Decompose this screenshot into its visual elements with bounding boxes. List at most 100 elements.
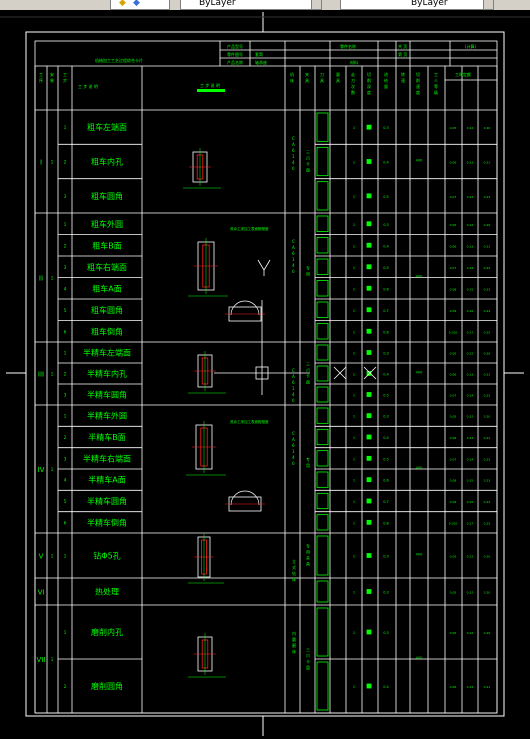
step-description: 半精车圆角 <box>87 496 127 506</box>
surface-note: 其余工序加工表面粗糙度 <box>230 419 269 424</box>
tool-cell-box <box>316 237 329 254</box>
chevron-down-icon[interactable] <box>311 0 321 9</box>
depth-marker <box>366 629 372 635</box>
tool-cell-box <box>316 323 329 340</box>
part-sketch <box>188 351 226 394</box>
detail-view <box>225 300 265 322</box>
feed-value: 0.6 <box>383 479 389 483</box>
time-value: 0.25 <box>484 330 491 334</box>
chevron-down-icon[interactable] <box>483 0 493 9</box>
time-value: 0.23 <box>484 479 491 483</box>
time-value: 0.12 <box>467 555 474 559</box>
time-value: 0.16 <box>467 309 474 313</box>
column-step: 工步 <box>63 72 67 83</box>
layer-dropdown-left[interactable]: ByLayer <box>180 0 322 10</box>
crosshair-cursor <box>214 300 310 395</box>
time-value: 0.17 <box>467 330 474 334</box>
column-feed: 进给量 <box>384 71 388 89</box>
feed-value: 0.4 <box>383 161 389 165</box>
surface-note: 其余工序加工表面粗糙度 <box>230 226 269 231</box>
time-value: 0.21 <box>484 685 491 689</box>
detail-view <box>225 490 265 512</box>
layer-icon-group[interactable]: ◆ ◆ <box>110 0 170 10</box>
time-value: 0.14 <box>467 195 474 199</box>
install-number: 1 <box>51 467 54 472</box>
passes-value: 1 <box>353 394 355 398</box>
tool-cell-box <box>316 535 329 576</box>
time-value: 0.010 <box>449 521 458 525</box>
part-sketch <box>188 238 228 297</box>
process-roman: V <box>39 553 44 561</box>
header-cell: (计算) <box>465 43 477 49</box>
tool-cell-box <box>316 580 329 603</box>
passes-value: 1 <box>353 330 355 334</box>
column-times: 工时定额 <box>455 71 471 77</box>
time-value: 0.06 <box>450 436 457 440</box>
depth-marker <box>366 477 372 483</box>
time-value: 0.20 <box>484 591 491 595</box>
step-number: 5 <box>64 499 67 504</box>
depth-marker <box>366 285 372 291</box>
time-value: 0.20 <box>484 631 491 635</box>
feed-value: 0.3 <box>383 223 389 227</box>
passes-value: 1 <box>353 591 355 595</box>
feed-value: 0.5 <box>383 394 389 398</box>
time-value: 0.22 <box>484 394 491 398</box>
step-number: 2 <box>64 243 67 248</box>
time-value: 0.06 <box>450 161 457 165</box>
passes-value: 1 <box>353 266 355 270</box>
time-value: 0.14 <box>467 394 474 398</box>
time-value: 0.05 <box>450 555 457 559</box>
step-description: 粗车内孔 <box>91 157 123 167</box>
time-value: 0.07 <box>450 266 457 270</box>
step-number: 1 <box>64 222 67 227</box>
fixture-value: 三爪卡盘 <box>306 647 310 670</box>
time-value: 0.13 <box>467 685 474 689</box>
depth-marker <box>366 498 372 504</box>
feed-value: 0.3 <box>383 591 389 595</box>
step-number: 2 <box>64 435 67 440</box>
feed-value: 0.4 <box>383 244 389 248</box>
step-number: 3 <box>64 265 67 270</box>
feed-value: 0.6 <box>383 287 389 291</box>
header-cell: 零件名称 <box>340 43 356 49</box>
passes-value: 1 <box>353 521 355 525</box>
time-value: 0.05 <box>450 415 457 419</box>
depth-marker <box>366 455 372 461</box>
step-number: 1 <box>64 554 67 559</box>
depth-marker <box>366 193 372 199</box>
passes-value: 1 <box>353 457 355 461</box>
process-roman: VI <box>38 589 45 597</box>
install-number: 1 <box>51 657 54 662</box>
time-value: 0.20 <box>484 352 491 356</box>
step-description: 粗车A面 <box>92 283 121 293</box>
time-value: 0.07 <box>450 394 457 398</box>
time-value: 0.05 <box>450 223 457 227</box>
tool-cell-box <box>316 471 329 488</box>
step-number: 1 <box>64 351 67 356</box>
tool-cell-box <box>316 386 329 403</box>
install-number: 1 <box>51 276 54 281</box>
feed-value: 0.4 <box>383 373 389 377</box>
step-description: 磨削圆角 <box>91 681 123 691</box>
step-description: 热处理 <box>95 587 119 597</box>
time-value: 0.13 <box>467 244 474 248</box>
layer-dropdown-right[interactable]: ByLayer <box>340 0 494 10</box>
tool-cell-box <box>316 301 329 318</box>
fixture-value: 专用夹具 <box>306 543 310 567</box>
step-number: 2 <box>64 160 67 165</box>
column-passes: 走刀次数 <box>351 71 355 95</box>
depth-marker <box>366 553 372 558</box>
step-number: 2 <box>64 372 67 377</box>
tool-cell-box <box>316 514 329 531</box>
depth-marker <box>366 264 372 270</box>
time-value: 0.22 <box>484 457 491 461</box>
time-value: 0.12 <box>467 223 474 227</box>
step-description: 粗车圆角 <box>91 305 123 315</box>
feed-value: 0.3 <box>383 631 389 635</box>
feed-value: 0.5 <box>383 266 389 270</box>
depth-marker <box>366 413 372 419</box>
time-value: 0.23 <box>484 287 491 291</box>
depth-marker <box>366 124 372 130</box>
